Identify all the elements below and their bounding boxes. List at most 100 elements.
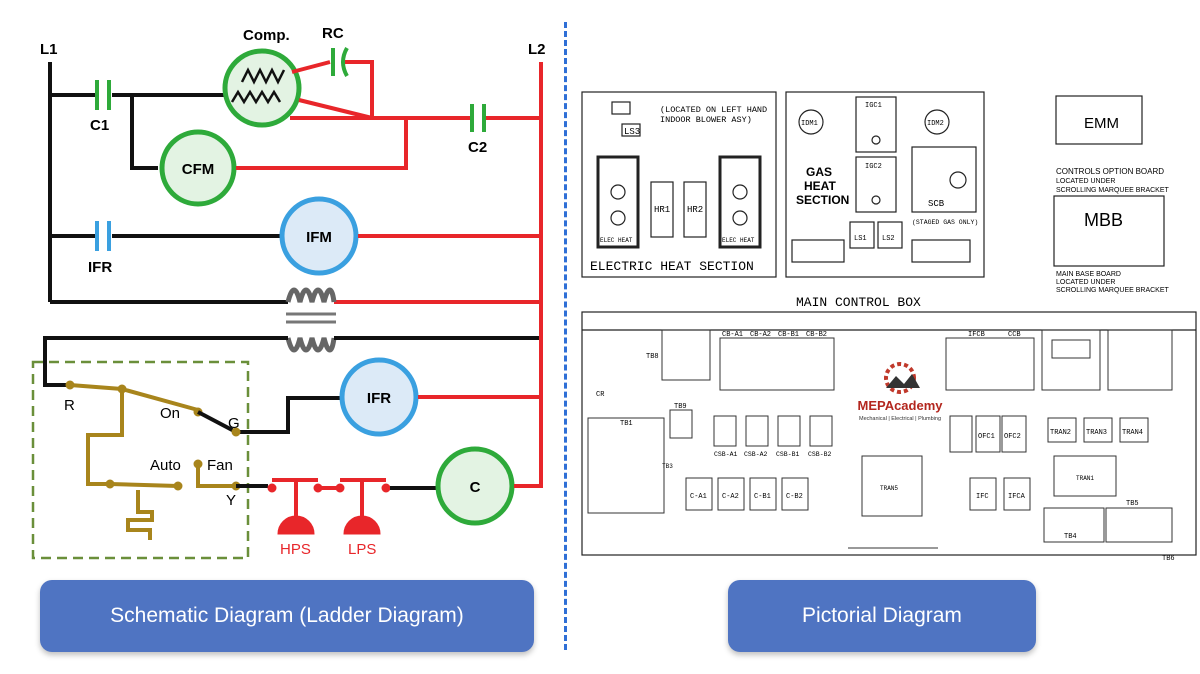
main-control-box-title: MAIN CONTROL BOX [796,295,921,310]
hps-switch [267,478,323,535]
fan-label: Fan [207,457,233,474]
igc2-label: IGC2 [865,163,882,171]
pictorial-caption: Pictorial Diagram [728,580,1036,652]
elec-heat-left: ELEC HEAT [600,237,633,244]
gas-heat-title-2: HEAT [804,179,836,193]
electric-heat-section [581,91,777,278]
c-a1-label: C-A1 [690,493,707,501]
tb1-label: TB1 [620,420,633,428]
transformer [285,287,337,353]
gas-heat-title-3: SECTION [796,193,849,207]
c-b1-label: C-B1 [754,493,771,501]
mbb-note-1: MAIN BASE BOARD [1056,271,1121,278]
tran1-label: TRAN1 [1076,475,1094,482]
staged-gas-note: (STAGED GAS ONLY) [912,219,978,226]
csb-b1-label: CSB-B1 [776,451,800,458]
rc-label: RC [322,25,344,42]
y-label: Y [226,492,236,509]
l2-label: L2 [528,41,546,58]
controls-note-2: LOCATED UNDER [1056,178,1115,185]
comp-label: Comp. [243,27,290,44]
c-coil [435,446,515,526]
tran2-label: TRAN2 [1050,429,1071,437]
ifcb-label: IFCB [968,331,985,339]
ifr-contact [95,221,111,251]
logo-name: MEPAcademy [857,398,943,413]
ccb-label: CCB [1008,331,1021,339]
schematic-caption: Schematic Diagram (Ladder Diagram) [40,580,534,652]
c1-contact [95,80,111,110]
l1-label: L1 [40,41,58,58]
cb-b1-label: CB-B1 [778,331,799,339]
cb-a2-label: CB-A2 [750,331,771,339]
thermostat-switches [65,380,340,540]
hps-label: HPS [280,541,311,558]
ifm-label: IFM [306,229,332,246]
ifm-motor [279,196,359,276]
ls1-label: LS1 [854,235,867,243]
c-b2-label: C-B2 [786,493,803,501]
csb-b2-label: CSB-B2 [808,451,832,458]
tb9-label: TB9 [674,403,687,411]
section-divider [564,22,567,650]
logo-tagline: Mechanical | Electrical | Plumbing [859,416,941,422]
tb6-label: TB6 [1162,555,1175,563]
ofc2-label: OFC2 [1004,433,1021,441]
cb-b2-label: CB-B2 [806,331,827,339]
controls-note-3: SCROLLING MARQUEE BRACKET [1056,187,1170,194]
igc1-label: IGC1 [865,102,882,110]
tran4-label: TRAN4 [1122,429,1143,437]
tb3-label: TB3 [662,463,673,470]
r-label: R [64,397,75,414]
controls-note-1: CONTROLS OPTION BOARD [1056,167,1164,176]
on-label: On [160,405,180,422]
mbb-note-2: LOCATED UNDER [1056,279,1115,286]
c-coil-label: C [470,479,481,496]
gas-heat-section [785,91,985,278]
emm-label: EMM [1084,115,1119,132]
csb-a2-label: CSB-A2 [744,451,768,458]
tran3-label: TRAN3 [1086,429,1107,437]
hr2-label: HR2 [687,205,703,215]
cfm-label: CFM [182,161,215,178]
c-a2-label: C-A2 [722,493,739,501]
lps-switch [335,478,391,535]
ifca-label: IFCA [1008,493,1026,501]
ofc1-label: OFC1 [978,433,995,441]
tb8-label: TB8 [646,353,659,361]
ifr-coil [339,357,419,437]
run-capacitor [331,47,349,77]
csb-a1-label: CSB-A1 [714,451,738,458]
ifr-contact-label: IFR [88,259,112,276]
cfm-motor [159,129,237,207]
main-control-box [581,311,1197,556]
c1-label: C1 [90,117,109,134]
ifr-coil-label: IFR [367,390,391,407]
idm2-label: IDM2 [927,120,944,128]
emm-board [1055,95,1143,145]
idm1-label: IDM1 [801,120,818,128]
cb-a1-label: CB-A1 [722,331,743,339]
cr-label: CR [596,391,605,399]
ls3-label: LS3 [624,127,640,137]
ifc-label: IFC [976,493,989,501]
ls2-label: LS2 [882,235,895,243]
mep-academy-logo: MEPAcademy Mechanical | Electrical | Plu… [857,362,943,422]
tran5-label: TRAN5 [880,485,898,492]
mbb-note-3: SCROLLING MARQUEE BRACKET [1056,287,1170,294]
lps-label: LPS [348,541,376,558]
mbb-board [1053,195,1165,267]
gas-heat-title-1: GAS [806,165,832,179]
auto-label: Auto [150,457,181,474]
compressor-motor [222,48,302,128]
tb4-label: TB4 [1064,533,1077,541]
scb-label: SCB [928,199,945,209]
elec-heat-right: ELEC HEAT [722,237,755,244]
electric-heat-title: ELECTRIC HEAT SECTION [590,259,754,274]
thermostat-box [31,360,250,560]
hr1-label: HR1 [654,205,670,215]
c2-label: C2 [468,139,487,156]
schematic-diagram: L1 L2 C1 Comp. RC C2 CFM IFR [31,25,546,560]
